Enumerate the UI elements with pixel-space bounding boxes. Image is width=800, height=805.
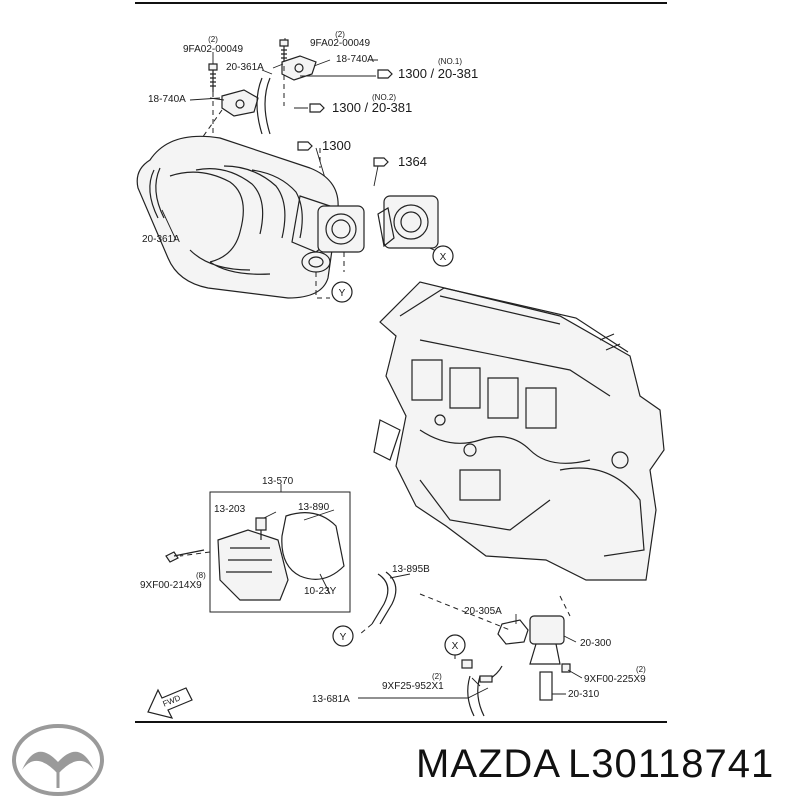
label-9fa02-left: 9FA02-00049 <box>183 44 243 55</box>
intake-manifold <box>136 135 339 299</box>
label-13-570: 13-570 <box>262 476 294 487</box>
label-1300-no1: 1300 / 20-381 <box>398 66 478 81</box>
label-9xf00-214x9: 9XF00-214X9 <box>140 580 202 591</box>
label-13-681a: 13-681A <box>312 694 350 705</box>
bolt-left <box>208 63 218 92</box>
dash-to-y <box>315 252 345 299</box>
dash-egr <box>419 593 571 631</box>
bolt-9xf00-214x9 <box>165 549 205 563</box>
label-9xf25-qty: (2) <box>432 672 442 681</box>
callout-x-bottom: X <box>444 634 466 656</box>
label-no2: (NO.2) <box>372 93 396 102</box>
engine-block <box>373 281 665 581</box>
gasket-20-305a <box>497 619 529 645</box>
label-1364: 1364 <box>398 154 427 169</box>
label-9xf00-214-qty: (8) <box>196 571 206 580</box>
callout-y-text: Y <box>339 288 346 299</box>
label-20-300: 20-300 <box>580 638 612 649</box>
label-1300-no2: 1300 / 20-381 <box>332 100 412 115</box>
mazda-logo-icon <box>12 724 104 796</box>
label-20-361a-left: 20-361A <box>142 234 180 245</box>
label-leaders <box>161 59 583 699</box>
connector-1300 <box>297 141 313 151</box>
callout-y-bottom: Y <box>332 625 354 647</box>
callout-x-bottom-text: X <box>452 641 459 652</box>
callout-x-top: X <box>432 245 454 267</box>
label-20-310: 20-310 <box>568 689 600 700</box>
sensor-18-740a-top <box>281 55 317 81</box>
connector-1364 <box>373 157 389 167</box>
label-18-740a-left: 18-740A <box>148 94 186 105</box>
o-ring-20-361a-top <box>256 77 271 135</box>
pipe-20-310 <box>539 671 553 701</box>
label-13-890: 13-890 <box>298 502 330 513</box>
throttle-body-1364 <box>377 195 439 249</box>
throttle-body-1300 <box>317 205 365 253</box>
dash-hose-y <box>359 623 373 635</box>
label-9xf00-225-qty: (2) <box>636 665 646 674</box>
callout-x-text: X <box>440 252 447 263</box>
connector-1300-no1 <box>377 69 393 79</box>
label-18-740a-top: 18-740A <box>336 54 374 65</box>
label-10-23y: 10-23Y <box>304 586 337 597</box>
brand-name: MAZDA <box>416 742 561 786</box>
hose-13-681a <box>461 659 503 717</box>
valve-y-part <box>301 251 331 273</box>
label-9fa02-right-qty: (2) <box>335 30 345 39</box>
label-1300: 1300 <box>322 138 351 153</box>
label-9fa02-right: 9FA02-00049 <box>310 38 370 49</box>
part-number: L30118741 <box>568 742 774 786</box>
label-9fa02-left-qty: (2) <box>208 35 218 44</box>
label-9xf00-225x9: 9XF00-225X9 <box>584 674 646 685</box>
connector-1300-no2 <box>309 103 325 113</box>
pcv-valve-13-890 <box>255 517 267 540</box>
label-13-203: 13-203 <box>214 504 246 515</box>
fwd-arrow-icon: FWD <box>147 687 193 719</box>
label-20-305a: 20-305A <box>464 606 502 617</box>
gasket-10-23y <box>281 512 345 580</box>
sensor-18-740a-left <box>221 89 259 117</box>
label-no1: (NO.1) <box>438 57 462 66</box>
egr-valve-20-300 <box>529 615 565 665</box>
hose-13-895b <box>371 571 397 625</box>
callout-y-top: Y <box>331 281 353 303</box>
label-9xf25-952x1: 9XF25-952X1 <box>382 681 444 692</box>
oil-separator-13-570 <box>217 529 289 601</box>
callout-y-bottom-text: Y <box>340 632 347 643</box>
label-13-895b: 13-895B <box>392 564 430 575</box>
label-20-361a-top: 20-361A <box>226 62 264 73</box>
